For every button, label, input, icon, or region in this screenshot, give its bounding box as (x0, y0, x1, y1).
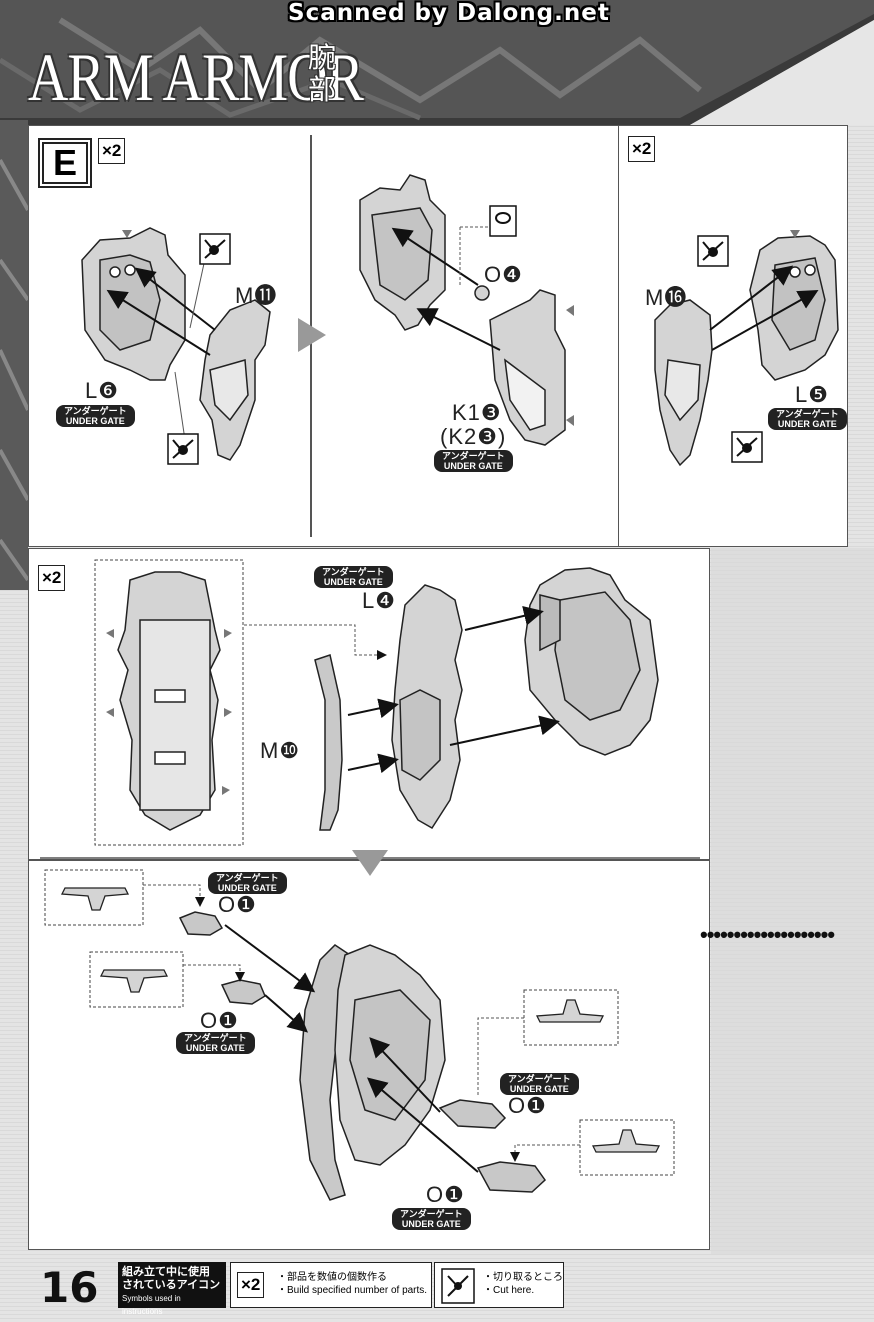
label-o1-b: O❶ (200, 1008, 239, 1033)
pin-icons (60, 887, 661, 1153)
cut-icon (441, 1268, 475, 1304)
gate-jp: アンダーゲート (508, 1074, 571, 1084)
multiplier-top-left: ×2 (98, 138, 126, 164)
label-l5: L❺ (795, 382, 829, 407)
legend-title-en: Symbols used in instructions (122, 1294, 181, 1316)
gate-jp: アンダーゲート (216, 873, 279, 883)
legend-multiplier: ×2 ・部品を数値の個数作る ・Build specified number o… (230, 1262, 432, 1308)
page-title: ARM ARMOR (28, 39, 364, 115)
multiplier-top-right: ×2 (628, 136, 656, 162)
gate-jp: アンダーゲート (184, 1033, 247, 1043)
gate-en: UNDER GATE (185, 1043, 245, 1053)
legend-mult-en: ・Build specified number of parts. (277, 1285, 428, 1296)
part-m11-drawing (199, 299, 271, 461)
gate-en: UNDER GATE (443, 461, 503, 471)
label-o1-d: O❶ (426, 1182, 465, 1207)
gate-en: UNDER GATE (509, 1084, 569, 1094)
label-o1-a: O❶ (218, 892, 257, 917)
left-edge-texture (0, 120, 30, 590)
part-o1-pieces (178, 911, 546, 1193)
label-m11: M⓫ (235, 283, 278, 308)
legend-mult-icon: ×2 (237, 1272, 265, 1298)
dotted-leader: •••••••••••••••••••• (700, 922, 835, 947)
header-band (0, 0, 874, 125)
multiplier-middle: ×2 (38, 565, 66, 591)
cut-icon (167, 205, 763, 465)
right-gray-area (711, 548, 874, 1254)
legend-title-jp-1: 組み立て中に使用 (122, 1266, 210, 1278)
legend-cut-text: ・切り取るところ ・Cut here. (483, 1271, 563, 1297)
step-badge: E (38, 138, 92, 188)
label-k2: (K2❸) (440, 424, 507, 449)
gate-jp: アンダーゲート (64, 406, 127, 416)
gate-triangles-shield (106, 629, 232, 795)
legend-title-jp-2: されているアイコン (122, 1279, 221, 1291)
legend-cut-en: ・Cut here. (483, 1285, 535, 1296)
next-step-arrow (298, 318, 326, 352)
label-m16: M⓰ (645, 285, 688, 310)
down-arrow (352, 850, 388, 876)
part-assembled-arm (524, 567, 659, 756)
part-m10-plate (314, 654, 343, 831)
legend-mult-text: ・部品を数値の個数作る ・Build specified number of p… (277, 1271, 427, 1297)
legend-cut: ・切り取るところ ・Cut here. (434, 1262, 564, 1308)
cut-icon-marks (172, 212, 758, 459)
part-m16-drawing (654, 299, 713, 467)
legend-cut-jp: ・切り取るところ (483, 1272, 563, 1283)
part-o4-ball (474, 285, 490, 301)
shield-top-view (117, 571, 221, 831)
label-k1: K1❸ (452, 400, 502, 425)
label-o1-c: O❶ (508, 1093, 547, 1118)
step-badge-letter: E (42, 142, 88, 184)
gate-en: UNDER GATE (217, 883, 277, 893)
gate-jp: アンダーゲート (776, 409, 839, 419)
page-number: 16 (40, 1263, 99, 1312)
part-l6-drawing (81, 227, 186, 381)
gate-en: UNDER GATE (777, 419, 837, 429)
gate-triangle (122, 230, 132, 238)
scan-credit: Scanned by Dalong.net (288, 0, 610, 26)
part-assembled-upper (359, 174, 446, 331)
gate-jp: アンダーゲート (322, 567, 385, 577)
label-l6: L❻ (85, 378, 119, 403)
legend-mult-jp: ・部品を数値の個数作る (277, 1272, 387, 1283)
label-o4: O❹ (484, 262, 523, 287)
label-l4: L❹ (362, 588, 396, 613)
gate-jp: アンダーゲート (442, 451, 505, 461)
gate-en: UNDER GATE (65, 416, 125, 426)
gate-en: UNDER GATE (401, 1219, 461, 1229)
gate-jp: アンダーゲート (400, 1209, 463, 1219)
legend-title: 組み立て中に使用 されているアイコン Symbols used in instr… (118, 1262, 226, 1316)
part-l5-drawing (749, 235, 839, 381)
page-title-jp: 腕部 (308, 41, 337, 106)
gate-en: UNDER GATE (323, 577, 383, 587)
part-k1-drawing (489, 289, 566, 446)
part-l4-shield (391, 584, 463, 830)
part-arm-final (334, 944, 446, 1166)
label-m10: M❿ (260, 738, 301, 763)
